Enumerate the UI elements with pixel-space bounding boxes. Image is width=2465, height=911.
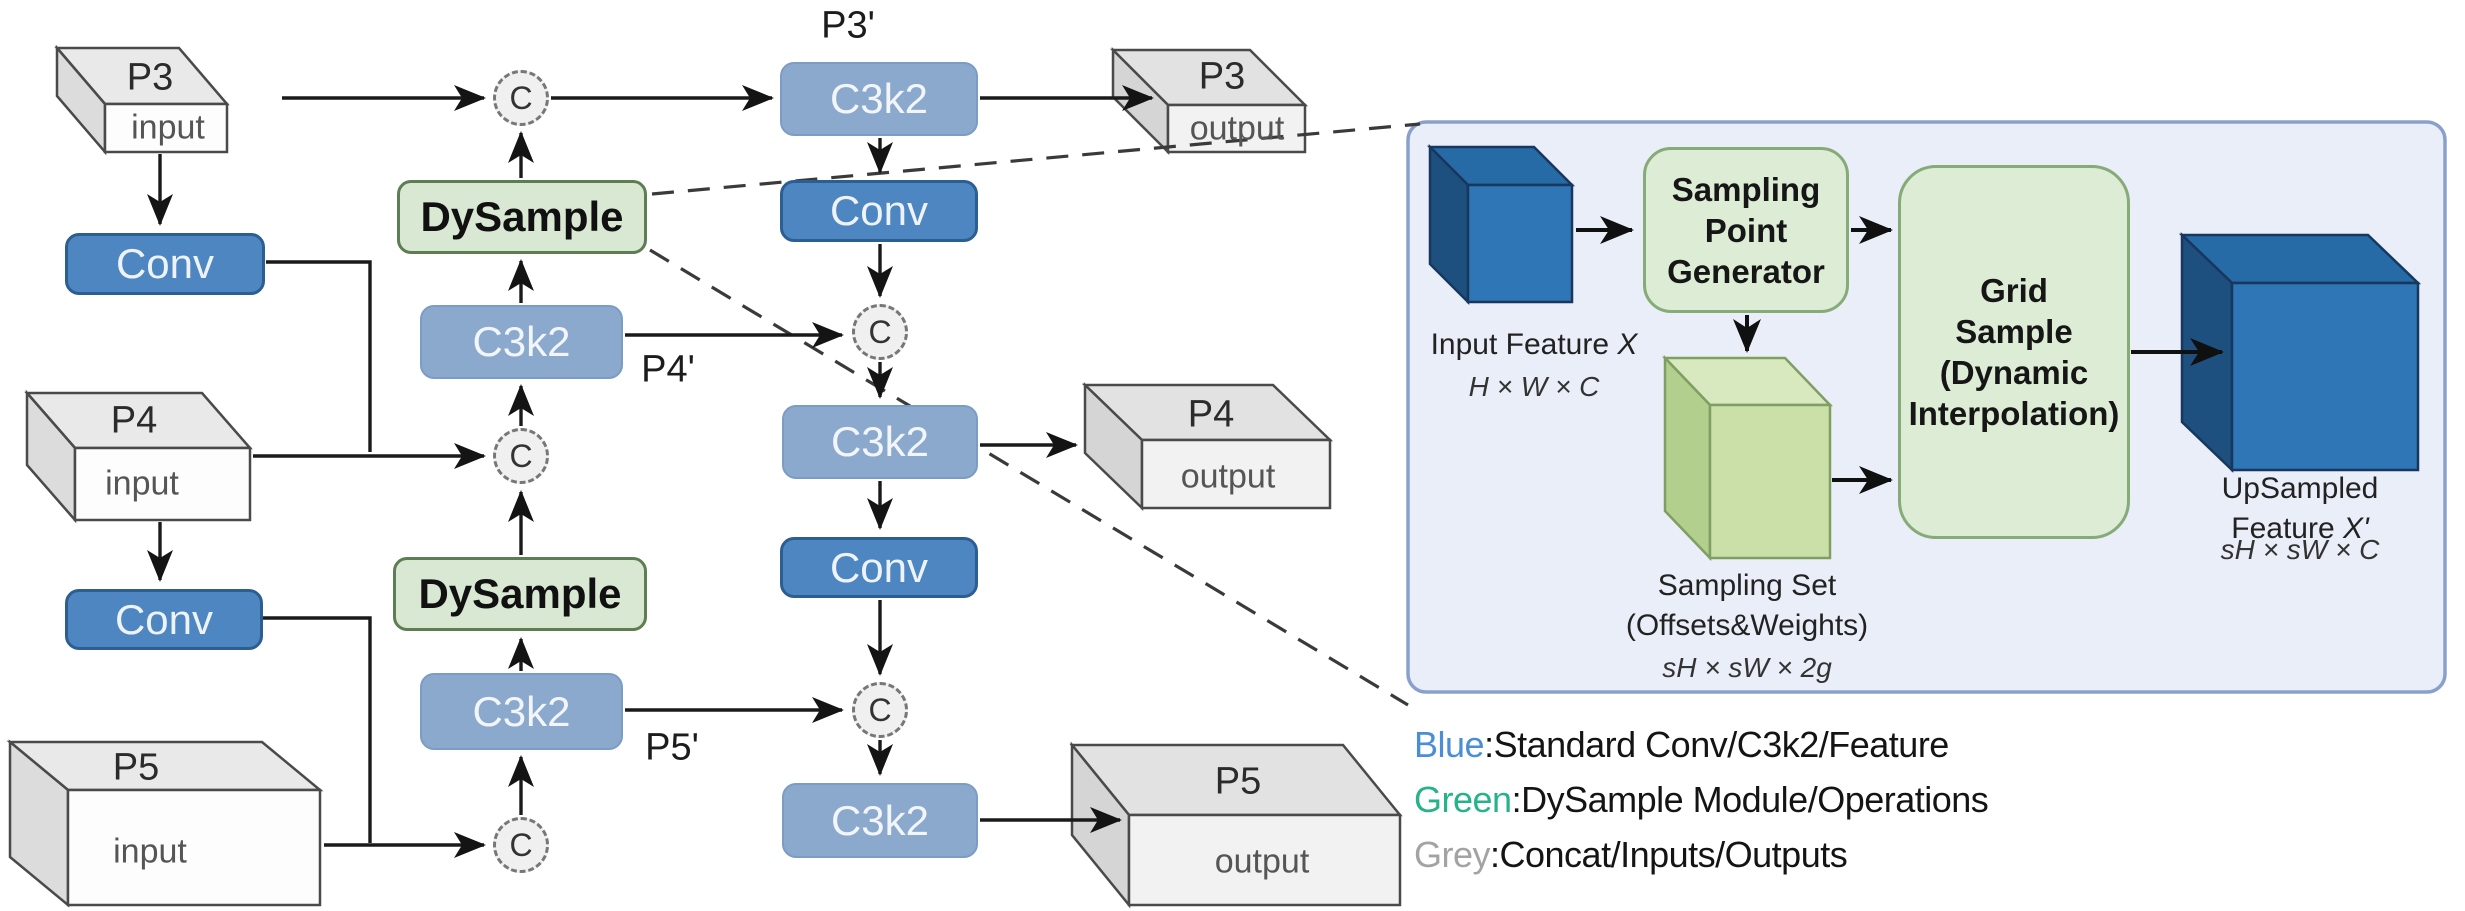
port-label-p5-prime: P5' — [645, 726, 699, 769]
sampling-set-dims: sH × sW × 2g — [1662, 652, 1832, 683]
p5-output-title: P5 — [1214, 760, 1262, 803]
p5-input-title: P5 — [112, 746, 160, 789]
p4-input-subtitle: input — [105, 464, 179, 503]
concat-circle-p3: C — [493, 70, 549, 126]
conv-node-p3: Conv — [65, 233, 265, 295]
c3k2-node-p4-prime: C3k2 — [420, 305, 623, 379]
legend-text-green: :DySample Module/Operations — [1511, 779, 1989, 820]
concat-circle-mid-p5: C — [852, 682, 908, 738]
flow-arrows — [147, 85, 1154, 858]
concat-label: C — [868, 313, 892, 350]
sampling-set-caption: Sampling Set (Offsets&Weights) — [1625, 569, 1869, 642]
conv-node-mid-bottom: Conv — [780, 537, 978, 598]
p5-input-slab — [6, 739, 324, 908]
p4-input-title: P4 — [110, 399, 158, 442]
grid-sample-label: Grid Sample (Dynamic Interpolation) — [1908, 272, 2120, 432]
port-label-p4-prime: P4' — [641, 348, 695, 391]
concat-label: C — [868, 691, 892, 728]
input-feature-var: X — [1617, 328, 1638, 361]
callout-dashed-lines — [649, 122, 1421, 707]
conv-label: Conv — [829, 543, 929, 591]
c3k2-node-p4-out: C3k2 — [782, 405, 978, 479]
c3k2-label: C3k2 — [472, 687, 571, 735]
upsampled-feature-dims: sH × sW × C — [2220, 534, 2380, 565]
conv-node-mid-top: Conv — [780, 180, 978, 242]
dysample-node-bottom: DySample — [393, 557, 647, 631]
conv-label: Conv — [115, 240, 215, 287]
callout-line-bottom — [649, 248, 1409, 707]
sampling-set-cube — [1662, 354, 1833, 562]
concat-circle-p5: C — [493, 817, 549, 873]
dysample-label: DySample — [420, 193, 624, 240]
port-label-p3-prime: P3' — [821, 4, 875, 47]
sampling-point-generator-box: Sampling Point Generator — [1643, 147, 1849, 313]
legend-row-blue: Blue:Standard Conv/C3k2/Feature — [1414, 724, 1949, 766]
dysample-label: DySample — [418, 570, 622, 617]
p3-input-subtitle: input — [131, 108, 205, 147]
sampling-point-generator-label: Sampling Point Generator — [1667, 170, 1825, 290]
dysample-node-top: DySample — [397, 180, 647, 254]
input-feature-caption-text: Input Feature — [1430, 328, 1618, 361]
legend-key-grey: Grey — [1414, 834, 1491, 875]
input-feature-cube — [1426, 143, 1576, 306]
p3-input-slab — [54, 44, 230, 156]
input-feature-dims: H × W × C — [1468, 371, 1600, 402]
p4-output-slab — [1081, 382, 1334, 511]
p3-output-title: P3 — [1198, 55, 1246, 98]
legend-row-green: Green:DySample Module/Operations — [1414, 779, 1989, 821]
c3k2-node-p5-prime: C3k2 — [420, 673, 623, 750]
input-feature-caption: Input Feature X — [1431, 325, 1638, 365]
conv-label: Conv — [829, 187, 929, 234]
callout-line-top — [651, 122, 1421, 196]
c3k2-label: C3k2 — [830, 418, 930, 465]
c3k2-label: C3k2 — [829, 75, 929, 122]
c3k2-node-p3-out: C3k2 — [780, 62, 978, 136]
legend-key-blue: Blue — [1414, 724, 1485, 765]
legend-row-grey: Grey:Concat/Inputs/Outputs — [1414, 834, 1848, 876]
concat-circle-mid-p4: C — [852, 304, 908, 360]
concat-label: C — [509, 79, 533, 116]
concat-circle-p4: C — [493, 428, 549, 484]
grid-sample-box: Grid Sample (Dynamic Interpolation) — [1898, 165, 2130, 539]
legend-key-green: Green — [1414, 779, 1512, 820]
upsampled-feature-var: X' — [2342, 512, 2369, 545]
p5-input-subtitle: input — [113, 832, 187, 871]
c3k2-label: C3k2 — [472, 318, 571, 365]
p3-input-title: P3 — [126, 56, 174, 99]
p4-output-subtitle: output — [1180, 457, 1276, 496]
legend-text-grey: :Concat/Inputs/Outputs — [1490, 834, 1848, 875]
legend-text-blue: :Standard Conv/C3k2/Feature — [1484, 724, 1949, 765]
panel-arrows — [1576, 216, 2224, 494]
upsampled-feature-caption-text: UpSampled Feature — [2221, 472, 2379, 545]
c3k2-node-p5-out: C3k2 — [782, 783, 978, 858]
p4-output-title: P4 — [1187, 393, 1235, 436]
concat-label: C — [509, 826, 533, 863]
p3-output-subtitle: output — [1189, 109, 1285, 148]
p5-output-subtitle: output — [1214, 842, 1310, 881]
conv-node-p4: Conv — [65, 589, 263, 650]
p4-input-slab — [24, 389, 253, 524]
upsampled-feature-caption: UpSampled Feature X' — [2218, 469, 2383, 549]
concat-label: C — [509, 437, 533, 474]
p5-output-slab — [1069, 741, 1403, 909]
c3k2-label: C3k2 — [830, 796, 930, 844]
conv-label: Conv — [114, 595, 214, 643]
